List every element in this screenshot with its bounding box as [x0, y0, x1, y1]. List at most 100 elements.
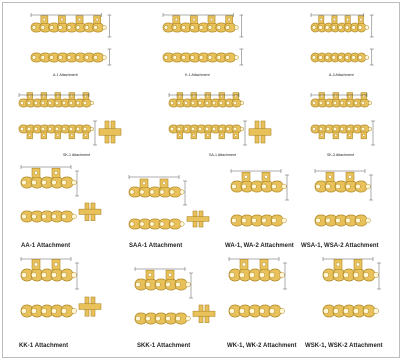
chain-pin: [360, 126, 366, 132]
chain-pin: [175, 315, 181, 322]
chain-pin: [204, 126, 210, 132]
tab-hole: [242, 262, 246, 267]
chain-pin: [311, 100, 317, 106]
chain-pin: [279, 272, 285, 278]
chain-pin: [82, 126, 88, 132]
chain-pin: [75, 25, 81, 30]
chain-drawing: [162, 13, 244, 66]
chain-pin: [346, 126, 352, 132]
chain-drawing: [314, 169, 373, 227]
chain-pin: [318, 25, 323, 30]
chain-pin: [21, 213, 27, 220]
tab-hole: [34, 262, 38, 267]
chain-pin: [367, 100, 373, 106]
chain-pin: [271, 217, 277, 224]
chain-pin: [31, 308, 37, 314]
chain-pin: [269, 272, 275, 278]
chain-drawing: [20, 257, 102, 318]
chain-drawing: [20, 165, 102, 223]
chain-pin: [61, 126, 67, 132]
chain-pin: [343, 308, 349, 314]
chain-pin: [311, 126, 317, 132]
tab-hole: [162, 181, 166, 185]
chain-pin: [66, 25, 72, 30]
chain-pin: [185, 281, 191, 288]
chain-pin: [324, 25, 330, 30]
side-pin: [78, 303, 102, 310]
tab-hole: [359, 18, 363, 22]
chain-pin: [102, 25, 107, 30]
tab-hole: [54, 262, 58, 267]
chain-pin: [51, 308, 57, 314]
chain-pin: [159, 221, 165, 227]
diagram-saa1: SAA-1 Attachment: [121, 173, 231, 253]
diagram-sa1: SA-1 Attachment: [161, 91, 272, 161]
chain-pin: [338, 55, 343, 60]
chain-pin: [346, 100, 352, 106]
chain-pin: [344, 55, 350, 60]
tab-hole: [95, 18, 99, 22]
diagram-label: WA-1, WA-2 Attachment: [225, 243, 294, 249]
diagram-a3: A-3 Attachment: [301, 9, 391, 79]
chain-pin: [93, 55, 98, 60]
chain-pin: [31, 213, 37, 220]
chain-pin: [102, 55, 107, 60]
chain-pin: [249, 308, 255, 314]
chain-pin: [61, 308, 67, 314]
tab-hole: [346, 18, 350, 22]
chain-pin: [249, 272, 255, 278]
chain-pin: [89, 126, 95, 132]
diagram-label: SAA-1 Attachment: [129, 243, 183, 249]
chain-drawing: [18, 92, 122, 146]
chain-pin: [33, 100, 39, 106]
tab-hole: [70, 134, 74, 137]
chain-pin: [207, 55, 213, 60]
tab-hole: [320, 134, 324, 137]
chain-pin: [225, 25, 230, 30]
tab-hole: [319, 18, 323, 22]
chain-pin: [281, 183, 287, 190]
tab-hole: [348, 134, 352, 137]
tab-hole: [168, 273, 172, 277]
chain-pin: [58, 55, 63, 60]
chain-pin: [363, 308, 369, 314]
chain-pin: [323, 272, 329, 278]
chain-pin: [139, 221, 145, 227]
chain-pin: [71, 272, 77, 278]
chain-pin: [225, 55, 230, 60]
chain-pin: [325, 126, 331, 132]
side-pin: [98, 128, 122, 136]
chain-pin: [261, 183, 267, 190]
chain-pin: [47, 126, 53, 132]
chain-pin: [21, 179, 27, 186]
chain-pin: [239, 100, 245, 106]
chain-pin: [49, 25, 54, 30]
tab-hole: [356, 262, 360, 267]
chain-pin: [231, 217, 237, 224]
tab-hole: [264, 175, 268, 179]
chain-pin: [135, 315, 141, 322]
chain-pin: [40, 55, 46, 60]
diagram-label: KK-1 Attachment: [19, 343, 69, 349]
tab-hole: [142, 181, 146, 185]
chain-pin: [31, 55, 37, 60]
chain-pin: [145, 315, 151, 322]
tab-hole: [42, 134, 46, 137]
chain-pin: [155, 315, 161, 322]
chain-pin: [145, 281, 151, 288]
chain-pin: [84, 55, 90, 60]
chain-pin: [323, 308, 329, 314]
chain-pin: [241, 183, 247, 190]
chain-pin: [181, 55, 186, 60]
chain-pin: [331, 25, 337, 30]
diagram-sk1: SK-1 Attachment: [11, 91, 122, 161]
chain-pin: [339, 126, 345, 132]
chain-pin: [75, 100, 81, 106]
chain-drawing: [230, 169, 289, 227]
tab-hole: [56, 134, 60, 137]
chain-drawing: [168, 92, 272, 146]
chain-pin: [225, 126, 231, 132]
chain-pin: [41, 308, 47, 314]
chain-pin: [31, 25, 37, 30]
chain-pin: [54, 126, 60, 132]
